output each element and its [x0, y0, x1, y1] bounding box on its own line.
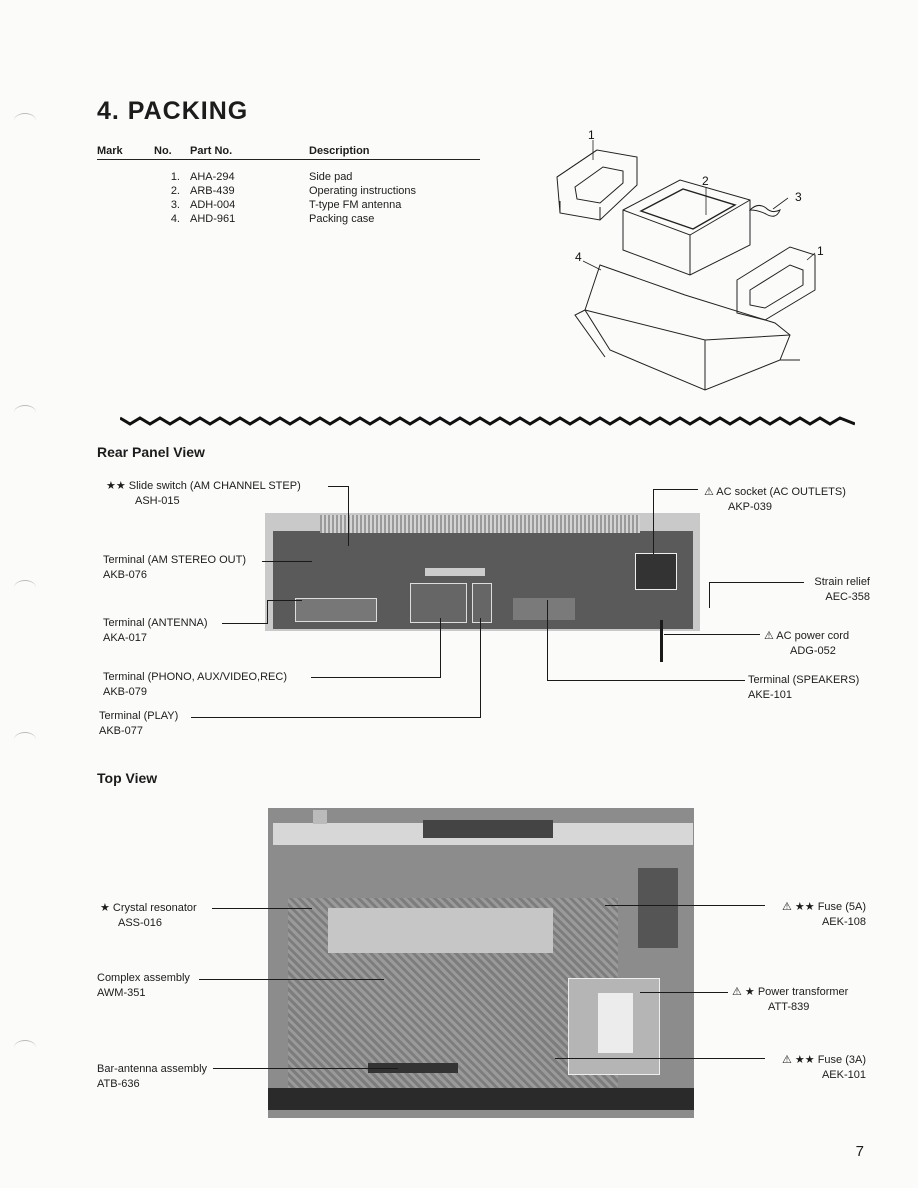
label-am-stereo-out: Terminal (AM STEREO OUT) AKB-076 [103, 554, 247, 581]
cell-part: AHD-961 [190, 213, 236, 225]
cell-no: 1. [170, 171, 180, 183]
label-bar-antenna: Bar-antenna assembly ATB-636 [97, 1063, 208, 1090]
page-number: 7 [855, 1143, 864, 1160]
label-play: Terminal (PLAY) AKB-077 [99, 710, 179, 737]
rear-panel-title: Rear Panel View [97, 444, 205, 460]
col-part-no: Part No. [190, 145, 309, 160]
col-no: No. [149, 145, 190, 160]
cell-desc: Packing case [309, 213, 375, 225]
binder-mark [14, 113, 36, 128]
label-antenna: Terminal (ANTENNA) AKA-017 [103, 617, 208, 644]
callout-4: 4 [575, 250, 582, 264]
label-complex: Complex assembly AWM-351 [97, 972, 190, 999]
label-fuse-5a: ⚠ ★★ Fuse (5A) AEK-108 [782, 901, 866, 928]
label-ac-cord: ⚠ AC power cord ADG-052 [764, 630, 850, 657]
cell-part: AHA-294 [190, 171, 235, 183]
label-fuse-3a: ⚠ ★★ Fuse (3A) AEK-101 [782, 1054, 866, 1081]
section-heading: 4. PACKING [97, 97, 249, 125]
table-row: 4. AHD-961 Packing case [97, 212, 480, 226]
label-slide-switch: ★★ Slide switch (AM CHANNEL STEP) ASH-01… [106, 479, 301, 509]
cell-mark [97, 170, 149, 184]
binder-mark [14, 1040, 36, 1055]
table-row: 1. AHA-294 Side pad [97, 170, 480, 184]
label-speakers: Terminal (SPEAKERS) AKE-101 [748, 674, 860, 701]
label-part: ASH-015 [135, 495, 180, 507]
top-view-title: Top View [97, 770, 158, 786]
cell-desc: Operating instructions [309, 185, 416, 197]
binder-mark [14, 405, 36, 420]
table-header-row: Mark No. Part No. Description [97, 145, 480, 160]
cell-desc: T-type FM antenna [309, 199, 402, 211]
cell-mark [97, 212, 149, 226]
cell-desc: Side pad [309, 171, 353, 183]
label-strain-relief: Strain relief AEC-358 [814, 576, 870, 603]
col-description: Description [309, 145, 480, 160]
cell-mark [97, 198, 149, 212]
packing-exploded-diagram: 1 2 3 1 4 [556, 128, 824, 391]
label-ac-socket: ⚠ AC socket (AC OUTLETS) AKP-039 [704, 486, 846, 513]
callout-2: 2 [702, 174, 709, 188]
rear-panel-photo [265, 513, 700, 631]
packing-parts-table: Mark No. Part No. Description 1. AHA-294… [97, 145, 480, 226]
label-phono: Terminal (PHONO, AUX/VIDEO,REC) AKB-079 [103, 671, 287, 698]
label-crystal: ★ Crystal resonator ASS-016 [100, 902, 197, 929]
top-view-photo [268, 808, 694, 1118]
col-mark: Mark [97, 145, 149, 160]
cell-no: 4. [170, 213, 180, 225]
callout-3: 3 [795, 190, 802, 204]
cell-mark [97, 184, 149, 198]
instructions-box-drawing [622, 179, 751, 276]
cell-no: 2. [170, 185, 180, 197]
cell-part: ARB-439 [190, 185, 235, 197]
callout-1b: 1 [817, 244, 824, 258]
label-power-transformer: ⚠ ★ Power transformer ATT-839 [732, 986, 849, 1013]
callout-1: 1 [588, 128, 595, 142]
side-pad-drawing [736, 246, 816, 321]
section-separator [120, 416, 855, 426]
cell-no: 3. [170, 199, 180, 211]
fm-antenna-drawing [748, 204, 781, 217]
table-row: 3. ADH-004 T-type FM antenna [97, 198, 480, 212]
cell-part: ADH-004 [190, 199, 236, 211]
table-row: 2. ARB-439 Operating instructions [97, 184, 480, 198]
label-name: ★★ Slide switch (AM CHANNEL STEP) [106, 480, 301, 492]
binder-mark [14, 580, 36, 595]
binder-mark [14, 732, 36, 747]
